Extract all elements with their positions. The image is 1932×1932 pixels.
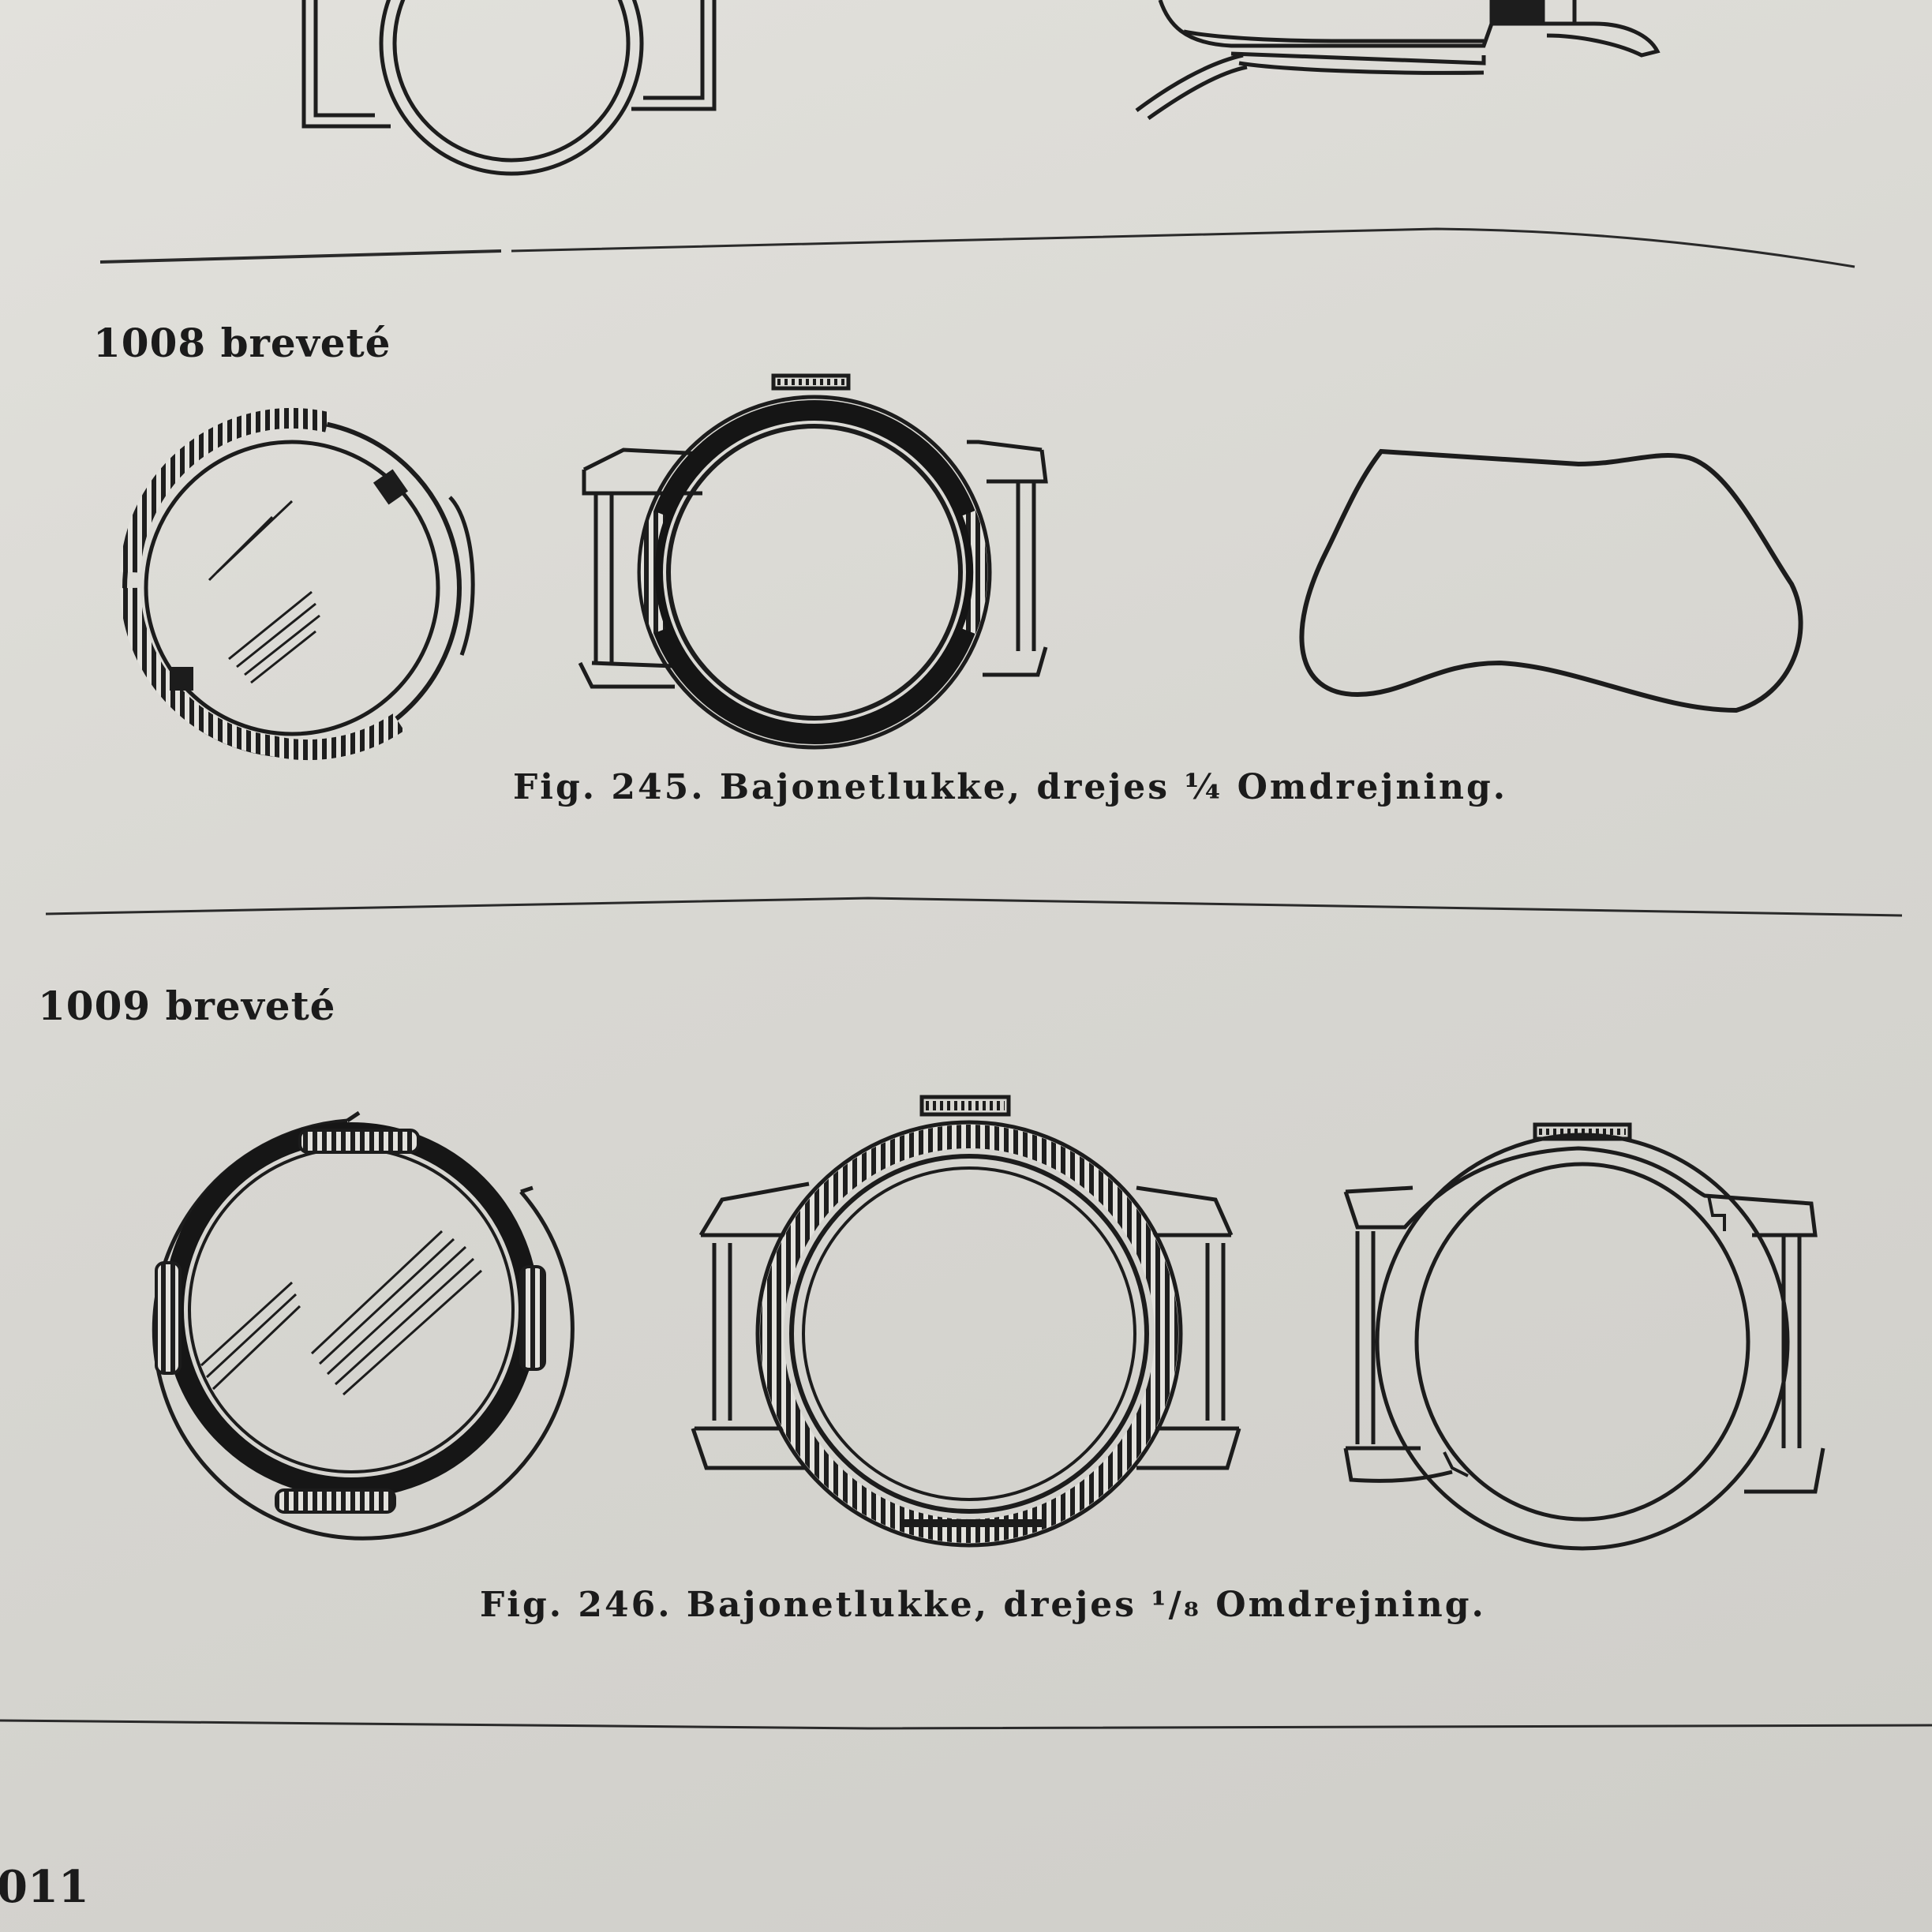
section-1008-number: 1008 [93,320,207,366]
separator-lines [0,227,1932,1730]
section-1008-mark: breveté [220,320,391,366]
top-partial-case-drawing [301,0,717,176]
fig245-watch-case-drawing [578,373,1048,750]
section-1008-heading: 1008 breveté [93,320,391,366]
fig245-case-outline-drawing [1299,448,1803,713]
fig246-watch-case-drawing [691,1095,1241,1548]
fig245-caption: Fig. 245. Bajonetlukke, drejes ¼ Omdrejn… [513,767,1508,807]
section-1009-mark: breveté [165,983,336,1029]
top-partial-cross-section-drawing [1135,0,1661,121]
fig246-case-back-drawing [1343,1122,1825,1551]
fig245-bezel-with-glass-drawing [120,407,475,761]
fig246-caption: Fig. 246. Bajonetlukke, drejes ¹/₈ Omdre… [480,1585,1486,1625]
section-1009-heading: 1009 breveté [38,983,335,1029]
section-1009-number: 1009 [38,983,152,1029]
next-section-number-partial: 011 [0,1861,89,1913]
fig246-bezel-with-glass-drawing [152,1110,575,1541]
